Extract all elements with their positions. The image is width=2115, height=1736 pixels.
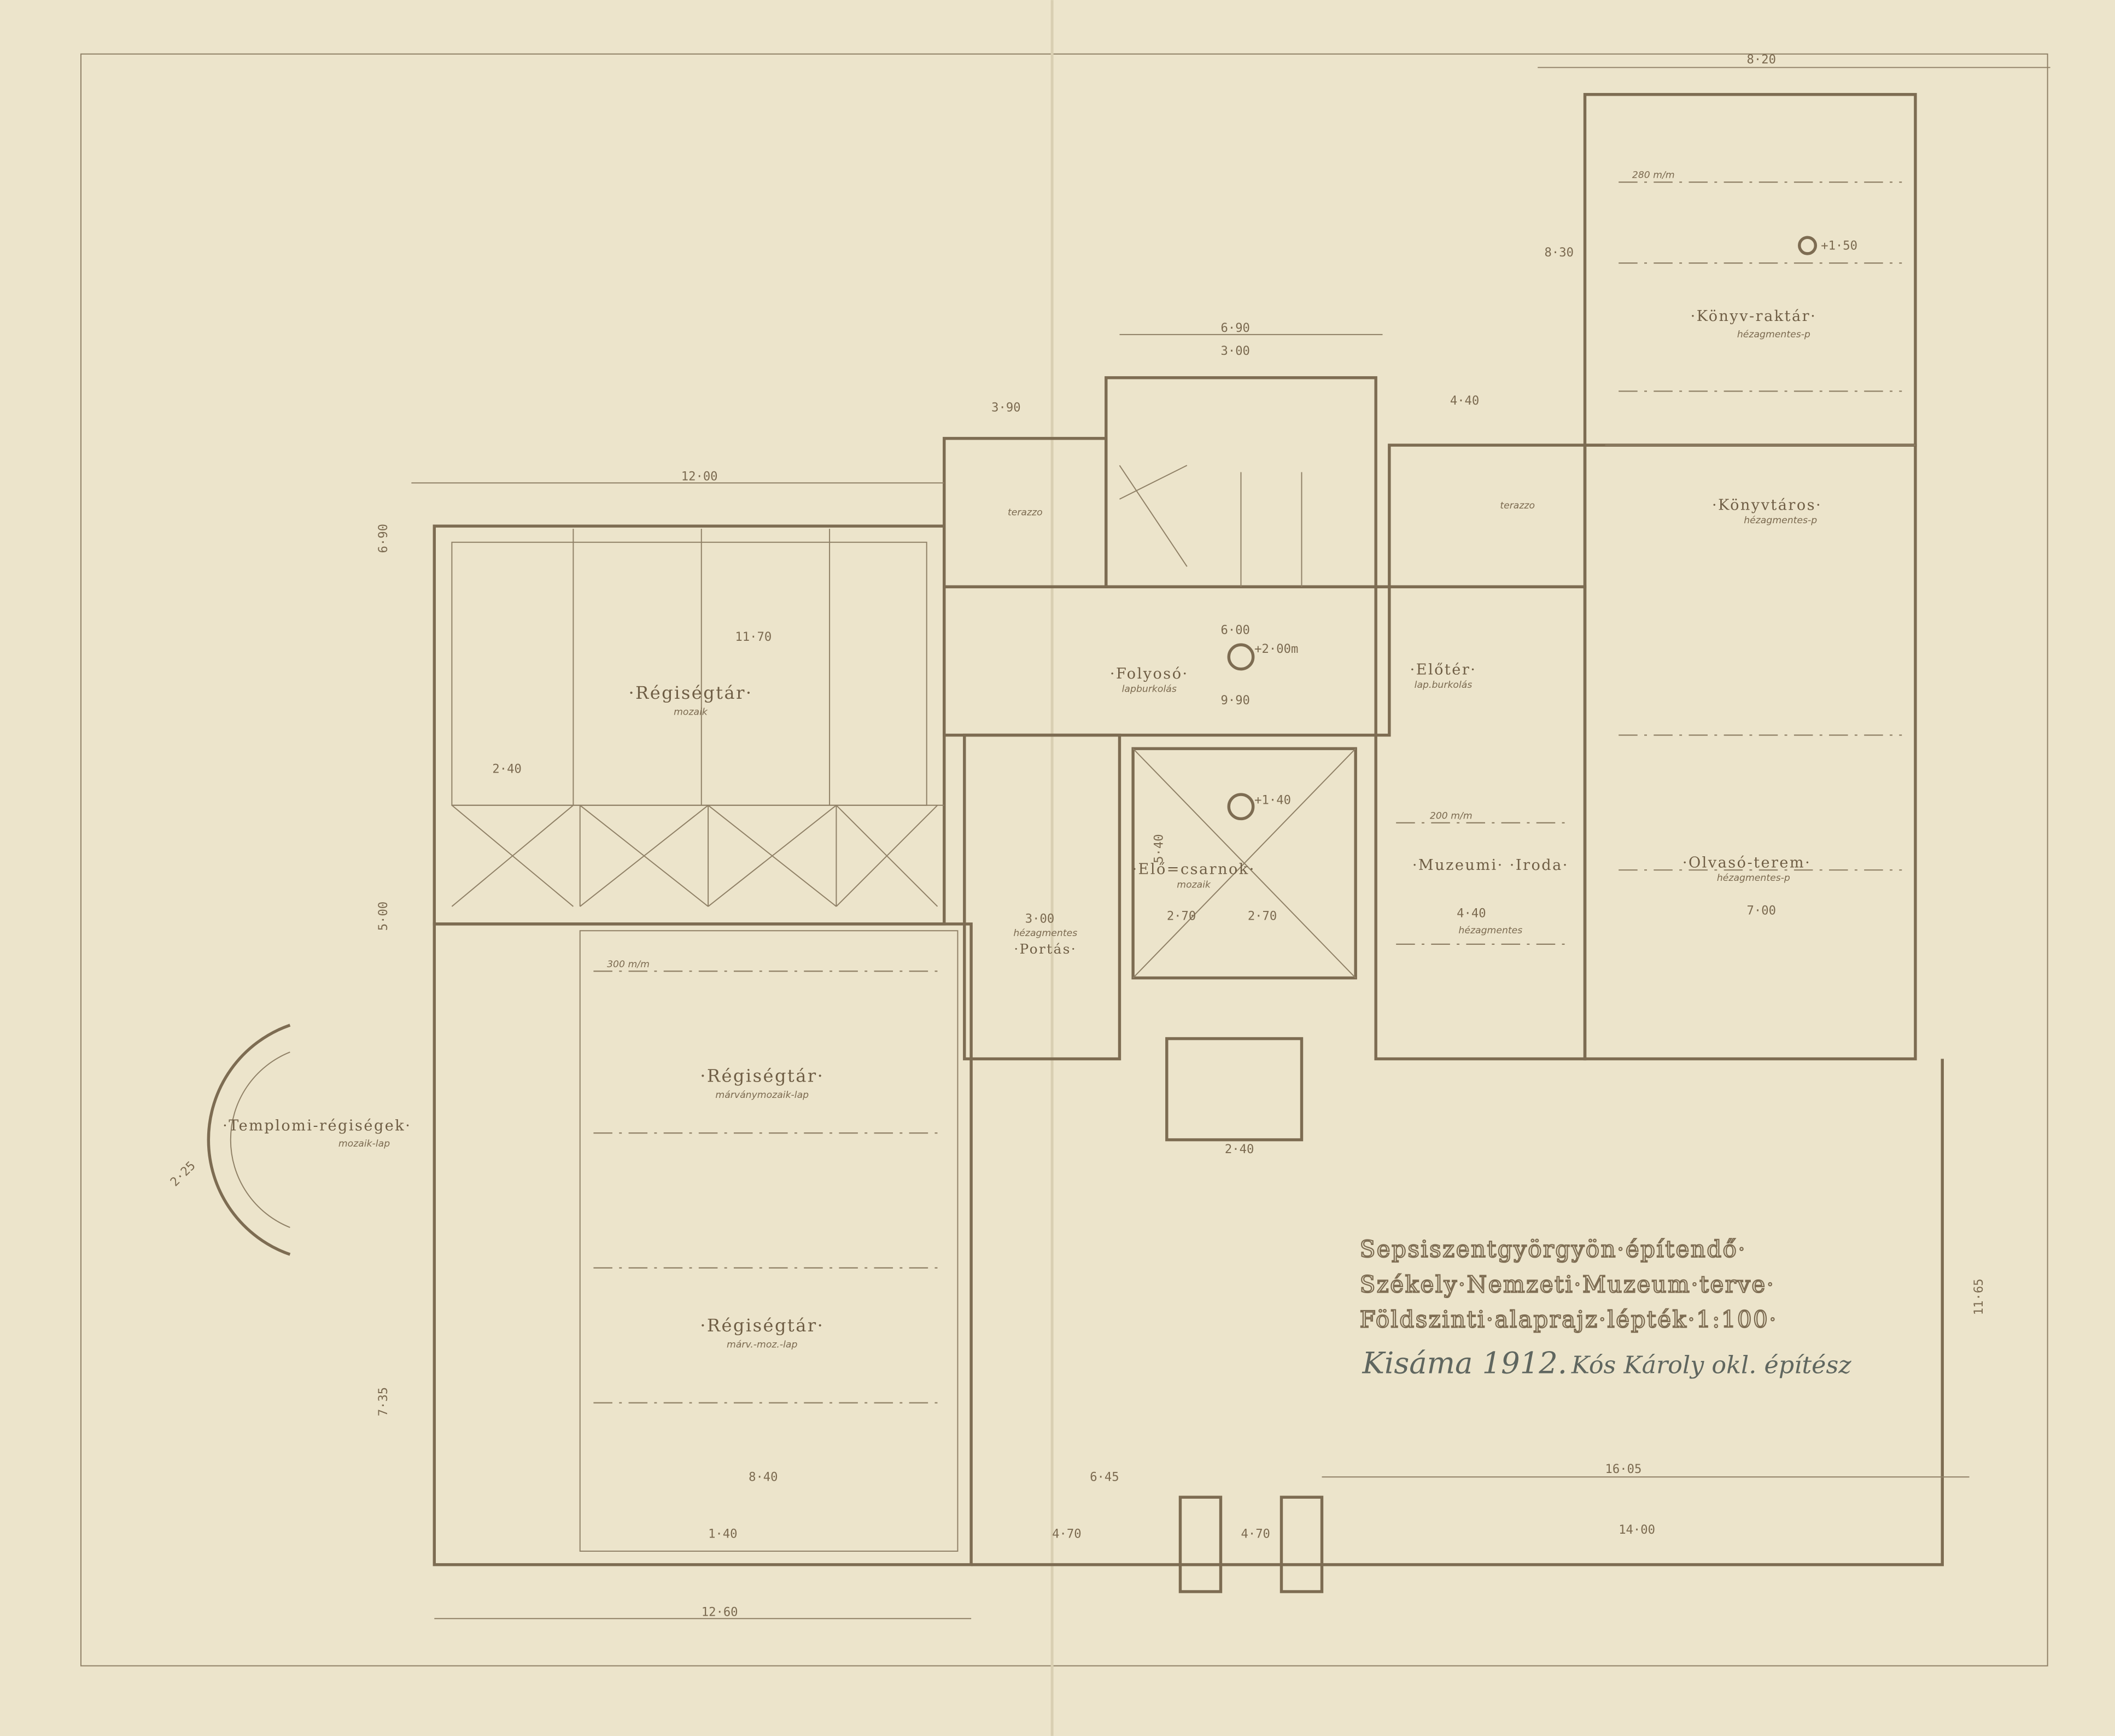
signature-date: Kisáma 1912. [1362, 1346, 1568, 1380]
svg-text:16·05: 16·05 [1605, 1462, 1642, 1476]
svg-text:8·30: 8·30 [1545, 246, 1574, 260]
room-terazzo-2: terazzo [1500, 500, 1535, 511]
svg-text:hézagmentes-p: hézagmentes-p [1717, 873, 1790, 884]
svg-text:2·40: 2·40 [492, 762, 521, 776]
svg-text:4·70: 4·70 [1241, 1527, 1270, 1541]
level-marker-icon [1798, 236, 1818, 255]
svg-text:4·40: 4·40 [1457, 907, 1486, 921]
svg-text:14·00: 14·00 [1619, 1523, 1655, 1537]
svg-text:12·60: 12·60 [702, 1605, 738, 1619]
level-markers: +2·00m +1·40 +1·50 [1227, 236, 1857, 821]
room-olvaso-terem: ·Olvasó-terem· [1682, 854, 1811, 871]
room-labels: ·Régiségtár· mozaik ·Régiségtár· márvány… [223, 308, 1822, 1350]
svg-text:6·00: 6·00 [1220, 623, 1249, 638]
svg-text:mozaik: mozaik [674, 707, 708, 718]
title-line-1: Sepsiszentgyörgyön·építendő· [1360, 1236, 1747, 1262]
svg-text:+2·00m: +2·00m [1254, 642, 1298, 656]
svg-text:3·00: 3·00 [1025, 911, 1054, 926]
level-marker-icon [1227, 643, 1255, 671]
svg-text:7·35: 7·35 [376, 1387, 390, 1416]
room-regisegtar-1: ·Régiségtár· [628, 682, 752, 703]
svg-text:márv.-moz.-lap: márv.-moz.-lap [727, 1339, 797, 1350]
svg-text:8·20: 8·20 [1747, 52, 1776, 67]
room-regisegtar-3: ·Régiségtár· [700, 1315, 824, 1336]
svg-text:11·70: 11·70 [735, 630, 772, 644]
svg-text:márványmozaik-lap: márványmozaik-lap [715, 1090, 809, 1101]
room-folyoso: ·Folyosó· [1110, 665, 1189, 682]
floor-level-lines [593, 182, 1902, 1404]
room-muzeumi-iroda: ·Muzeumi· ·Iroda· [1412, 857, 1569, 874]
svg-text:5·40: 5·40 [1152, 834, 1166, 863]
svg-text:hézagmentes-p: hézagmentes-p [1744, 515, 1817, 526]
room-konyv-raktar: ·Könyv-raktár· [1691, 308, 1817, 325]
walls [207, 93, 1944, 1593]
svg-text:lapburkolás: lapburkolás [1122, 684, 1177, 695]
svg-text:hézagmentes: hézagmentes [1013, 928, 1077, 939]
svg-text:hézagmentes-p: hézagmentes-p [1737, 329, 1810, 340]
svg-text:9·90: 9·90 [1220, 693, 1249, 708]
title-line-2: Székely·Nemzeti·Muzeum·terve· [1360, 1271, 1775, 1297]
svg-text:200 m/m: 200 m/m [1430, 810, 1473, 821]
svg-text:6·45: 6·45 [1090, 1470, 1119, 1484]
svg-text:8·40: 8·40 [749, 1470, 778, 1484]
room-regisegtar-2: ·Régiségtár· [700, 1065, 824, 1086]
room-konyvtaros: ·Könyvtáros· [1712, 497, 1822, 514]
svg-text:3·90: 3·90 [991, 400, 1020, 414]
svg-text:mozaik-lap: mozaik-lap [338, 1138, 390, 1149]
svg-text:7·00: 7·00 [1747, 904, 1776, 918]
room-elocsarnok: ·Elő=csarnok· [1132, 861, 1255, 878]
svg-text:5·00: 5·00 [376, 902, 390, 931]
svg-text:11·65: 11·65 [1972, 1278, 1986, 1315]
svg-text:300 m/m: 300 m/m [607, 959, 650, 970]
room-eloter: ·Előtér· [1410, 662, 1477, 679]
svg-text:2·40: 2·40 [1225, 1142, 1254, 1156]
svg-text:+1·50: +1·50 [1821, 238, 1857, 253]
title-block: Sepsiszentgyörgyön·építendő· Székely·Nem… [1359, 1235, 1851, 1380]
svg-text:1·40: 1·40 [708, 1527, 737, 1541]
svg-text:12·00: 12·00 [681, 469, 718, 483]
svg-text:3·00: 3·00 [1220, 344, 1249, 358]
architect-signature: Kós Károly okl. építész [1571, 1351, 1851, 1379]
room-portas: ·Portás· [1014, 941, 1077, 957]
svg-text:6·90: 6·90 [376, 524, 390, 553]
title-line-3: Földszinti·alaprajz·lépték·1:100· [1360, 1306, 1778, 1332]
svg-text:hézagmentes: hézagmentes [1458, 925, 1522, 936]
svg-text:+1·40: +1·40 [1254, 793, 1291, 807]
room-terazzo-1: terazzo [1008, 507, 1043, 518]
svg-text:4·40: 4·40 [1450, 394, 1479, 408]
svg-text:4·70: 4·70 [1052, 1527, 1081, 1541]
svg-text:2·70: 2·70 [1167, 909, 1196, 923]
svg-text:2·70: 2·70 [1248, 909, 1277, 923]
svg-text:mozaik: mozaik [1177, 879, 1211, 890]
level-marker-icon [1227, 793, 1255, 821]
drawing-frame [80, 53, 2048, 1667]
svg-text:280 m/m: 280 m/m [1632, 170, 1675, 181]
svg-text:lap.burkolás: lap.burkolás [1415, 680, 1473, 691]
svg-text:6·90: 6·90 [1220, 321, 1249, 335]
room-templomi-regisegek: ·Templomi-régiségek· [223, 1117, 411, 1134]
